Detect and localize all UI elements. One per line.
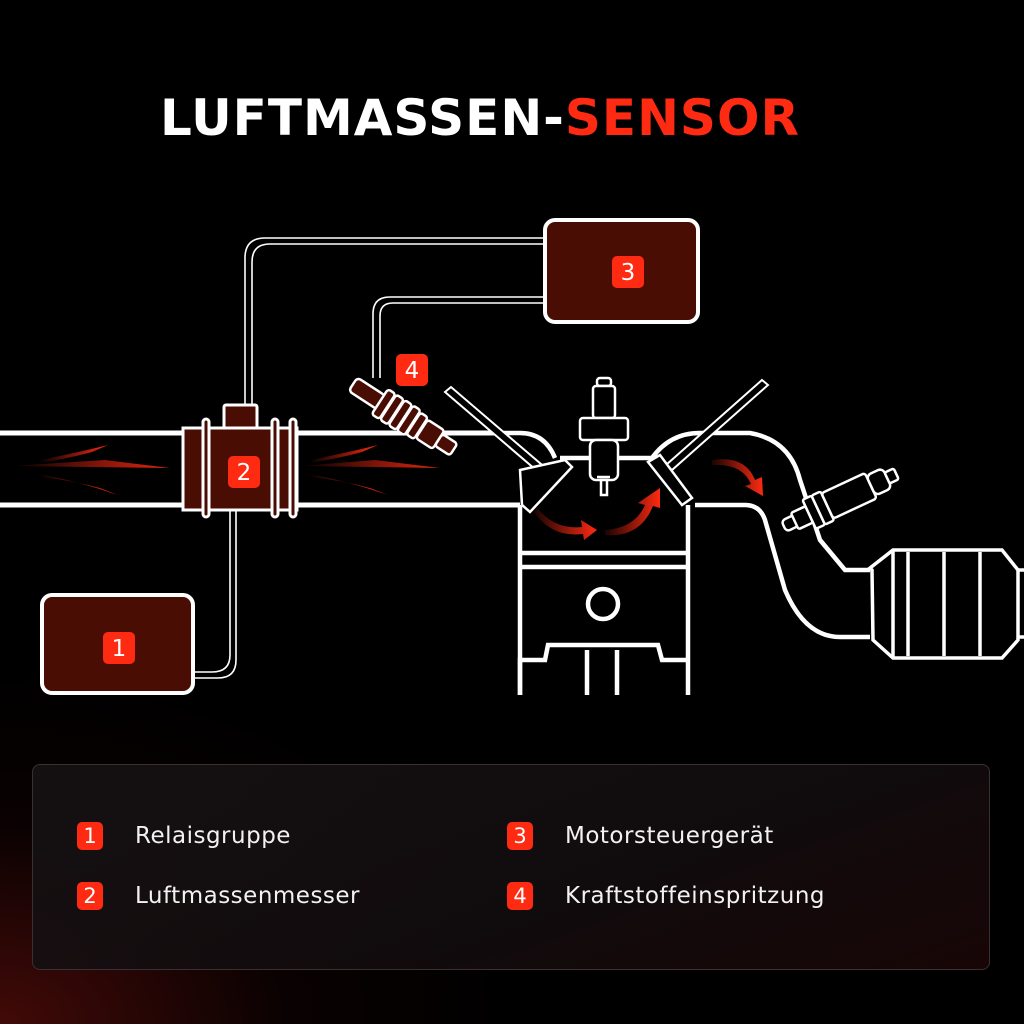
svg-text:3: 3	[621, 260, 636, 286]
air-mass-meter	[181, 403, 299, 519]
svg-text:2: 2	[237, 460, 252, 486]
lambda-sensor	[781, 467, 900, 532]
spark-plug	[578, 376, 630, 497]
title-main: LUFTMASSEN-	[160, 89, 565, 147]
engine-block	[495, 430, 870, 695]
marker-1: 1	[103, 632, 135, 664]
legend-item-motorsteuergeraet: 3 Motorsteuergerät	[507, 821, 774, 851]
legend-label: Relaisgruppe	[135, 823, 291, 849]
svg-text:1: 1	[112, 636, 127, 662]
legend-label: Motorsteuergerät	[565, 823, 774, 849]
legend-badge: 4	[507, 882, 533, 910]
page-title: LUFTMASSEN-SENSOR	[160, 90, 1000, 146]
legend-panel: 1 Relaisgruppe 2 Luftmassenmesser 3 Moto…	[32, 764, 990, 970]
legend-item-luftmassenmesser: 2 Luftmassenmesser	[77, 881, 360, 911]
airflow-arrows-left	[10, 445, 170, 495]
marker-4: 4	[396, 354, 428, 386]
marker-2: 2	[228, 456, 260, 488]
legend-badge: 3	[507, 822, 533, 850]
exhaust-valve	[646, 378, 770, 507]
legend-item-kraftstoffeinspritzung: 4 Kraftstoffeinspritzung	[507, 881, 825, 911]
catalytic-converter	[867, 548, 1024, 660]
legend-label: Kraftstoffeinspritzung	[565, 883, 826, 909]
marker-3: 3	[612, 256, 644, 288]
title-accent: SENSOR	[564, 89, 800, 147]
combustion-flow-arrows	[534, 459, 763, 540]
intake-valve	[443, 385, 574, 514]
wiring	[193, 237, 545, 679]
airflow-arrows-right	[300, 445, 440, 495]
legend-item-relaisgruppe: 1 Relaisgruppe	[77, 821, 291, 851]
intake-pipe	[0, 430, 520, 508]
svg-text:4: 4	[405, 358, 420, 384]
fuel-injector	[348, 377, 458, 456]
legend-label: Luftmassenmesser	[135, 883, 361, 909]
legend-badge: 1	[77, 822, 103, 850]
legend-badge: 2	[77, 882, 103, 910]
